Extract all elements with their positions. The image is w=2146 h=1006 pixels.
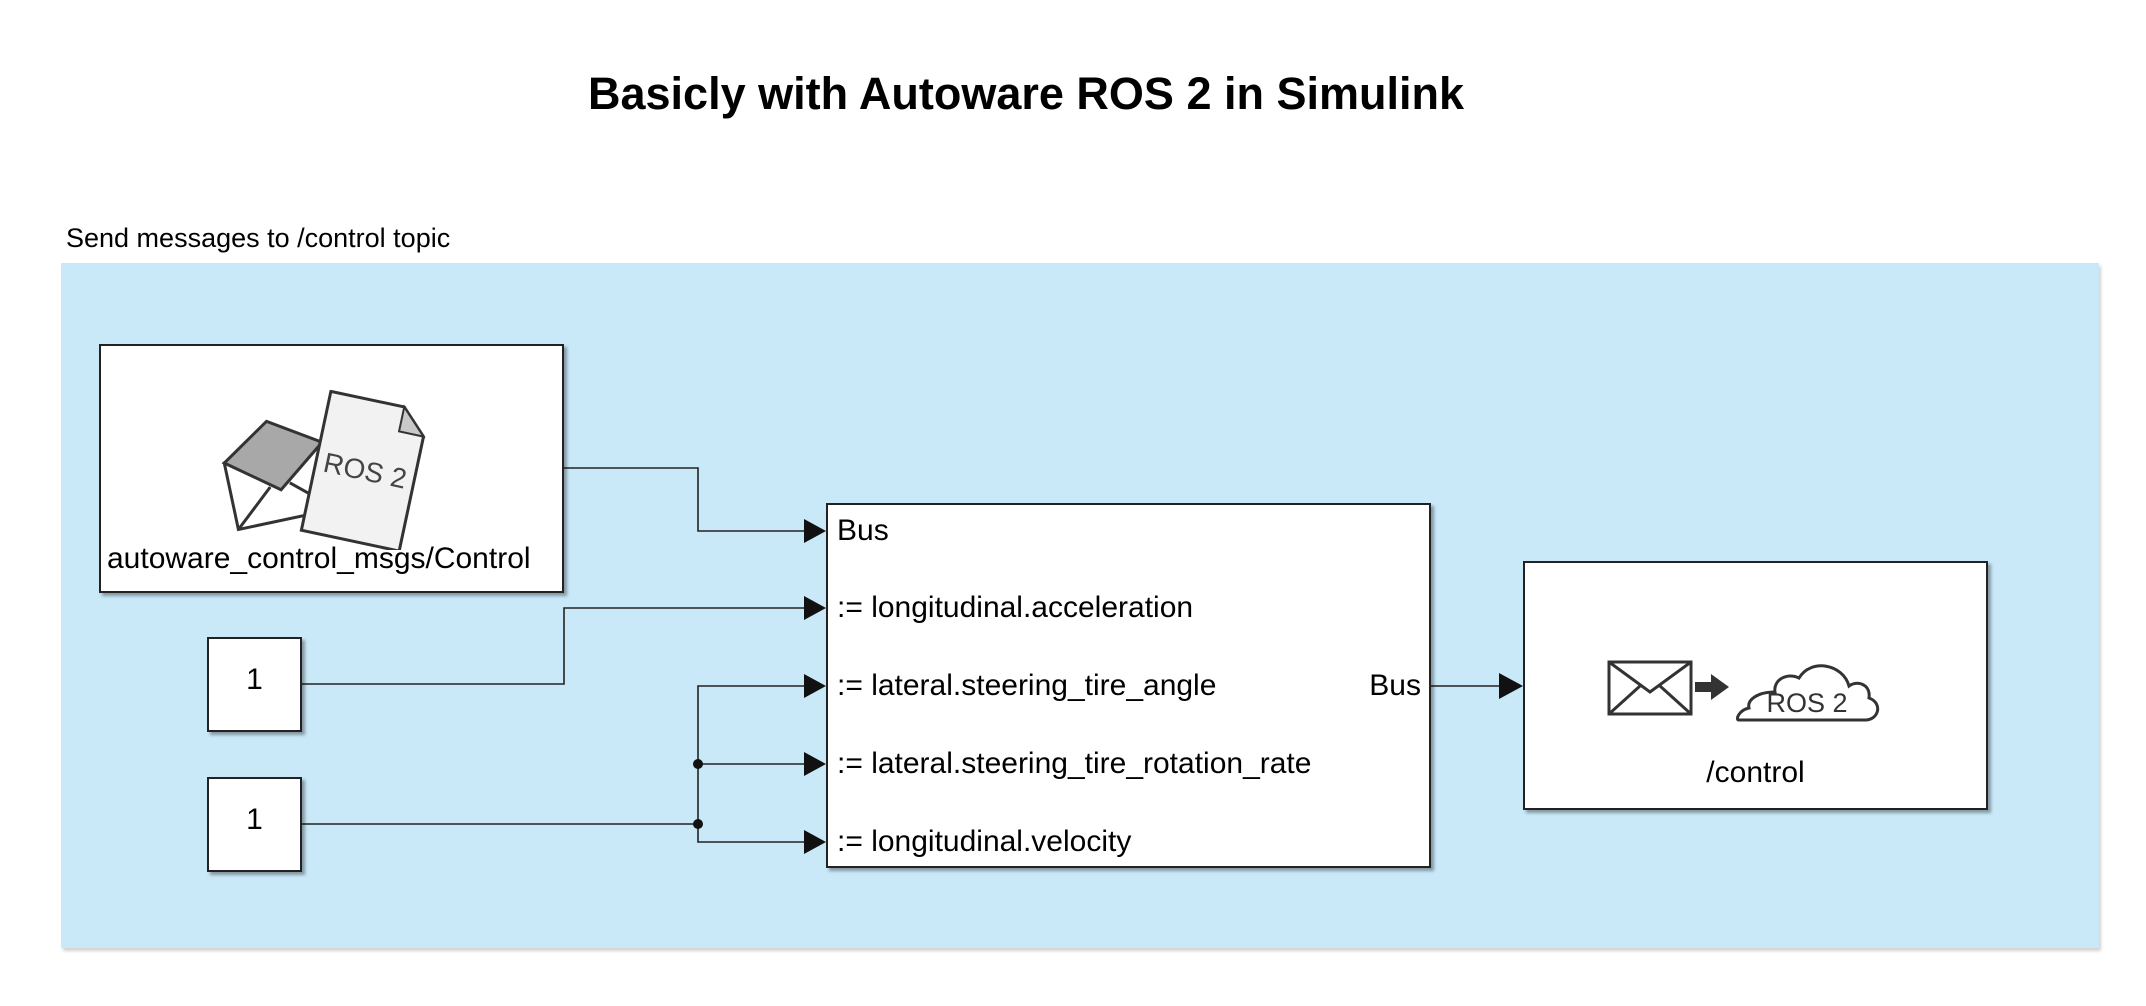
wire-const1-to-acceleration	[302, 607, 806, 685]
bus-output-port-label: Bus	[1369, 669, 1421, 702]
blank-message-block[interactable]: ROS 2 autoware_control_msgs/Control	[99, 344, 564, 593]
diagram-title: Basicly with Autoware ROS 2 in Simulink	[587, 68, 1465, 119]
wire-message-to-bus	[564, 467, 806, 532]
branch-point	[693, 759, 703, 769]
port-arrow-velocity	[804, 830, 826, 854]
bus-assignment-block[interactable]: Bus := longitudinal.acceleration := late…	[826, 503, 1431, 868]
port-arrow-acceleration	[804, 596, 826, 620]
ros2-publish-icon: ROS 2	[1607, 660, 1880, 722]
constant-value: 1	[246, 803, 263, 836]
port-arrow-publisher	[1499, 673, 1523, 699]
area-label: Send messages to /control topic	[66, 223, 451, 253]
port-arrow-bus	[804, 519, 826, 543]
blank-message-label: autoware_control_msgs/Control	[107, 542, 531, 575]
wire-to-steering-angle	[697, 685, 806, 824]
constant-value: 1	[246, 663, 263, 696]
constant-block-2[interactable]: 1	[207, 777, 302, 872]
bus-input-port-label: := lateral.steering_tire_rotation_rate	[837, 747, 1312, 780]
bus-input-port-label: Bus	[837, 514, 889, 547]
ros2-message-icon: ROS 2	[221, 390, 426, 550]
publisher-topic-label: /control	[1706, 756, 1805, 789]
bus-input-port-label: := longitudinal.velocity	[837, 825, 1132, 858]
ros2-text-icon: ROS 2	[1766, 688, 1847, 718]
port-arrow-steering-angle	[804, 674, 826, 698]
port-arrow-rotation-rate	[804, 752, 826, 776]
wire-to-velocity	[697, 824, 806, 843]
bus-input-port-label: := longitudinal.acceleration	[837, 591, 1194, 624]
publisher-block[interactable]: ROS 2 /control	[1523, 561, 1988, 810]
constant-block-1[interactable]: 1	[207, 637, 302, 732]
branch-point	[693, 819, 703, 829]
bus-input-port-label: := lateral.steering_tire_angle	[837, 669, 1217, 702]
